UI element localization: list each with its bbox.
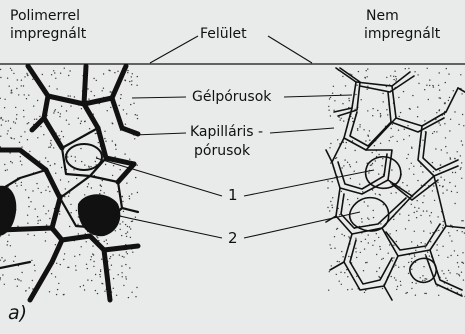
leader-1-left	[96, 158, 222, 196]
label-surface: Felület	[200, 26, 247, 42]
leader-capillary-right	[270, 128, 334, 133]
right-small-pore	[410, 258, 436, 282]
leader-gel-left	[132, 97, 186, 98]
figure-label: a)	[8, 305, 27, 321]
right-title-line1: Nem	[366, 8, 399, 24]
leader-gel-right	[284, 95, 352, 97]
left-title-line1: Polimerrel	[10, 8, 80, 24]
leader-surface-left	[150, 36, 198, 63]
right-pore-1	[366, 157, 401, 189]
left-title-line2: impregnált	[10, 26, 86, 42]
leader-2-left	[110, 214, 222, 238]
leader-capillary-left	[134, 133, 186, 135]
label-capillary-pores-line2: pórusok	[194, 143, 250, 159]
marker-1: 1	[228, 187, 238, 203]
marker-2: 2	[228, 230, 238, 246]
right-gel-stipple	[327, 68, 465, 298]
right-title-line2: impregnált	[364, 26, 440, 42]
label-gel-pores: Gélpórusok	[192, 89, 271, 105]
label-capillary-pores-line1: Kapilláris -	[190, 124, 263, 140]
leader-surface-right	[268, 36, 312, 63]
left-cross-section	[0, 66, 138, 300]
